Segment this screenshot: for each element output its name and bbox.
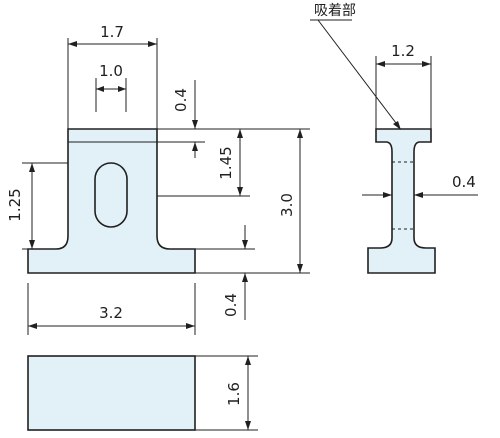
arrow-head — [242, 240, 248, 249]
arrow-head — [393, 121, 401, 130]
arrow-head — [118, 86, 126, 92]
arrow-head — [148, 41, 157, 47]
bottom-part-outline — [27, 355, 196, 431]
arrow-head — [414, 192, 423, 198]
dim-label-side-top-width: 1.2 — [391, 42, 415, 60]
arrow-head — [383, 192, 392, 198]
dim-label-base-thickness: 0.4 — [222, 293, 240, 317]
bottom-view: 1.6 — [27, 355, 258, 431]
front-view: 1.7 1.0 0.4 1.45 3.0 — [6, 23, 310, 335]
front-slot-hole — [94, 162, 128, 228]
suction-part-label: 吸着部 — [314, 3, 356, 19]
arrow-head — [245, 421, 251, 430]
arrow-head — [96, 86, 104, 92]
dim-label-base-width: 3.2 — [99, 304, 123, 322]
side-view: 1.2 吸着部 0.4 — [310, 3, 478, 274]
arrow-head — [245, 356, 251, 365]
dim-label-bottom-height: 1.6 — [225, 382, 243, 406]
arrow-head — [242, 273, 248, 282]
arrow-head — [29, 163, 35, 172]
arrow-head — [376, 61, 385, 67]
arrow-head — [68, 41, 77, 47]
arrow-head — [422, 61, 431, 67]
arrow-head — [297, 264, 303, 273]
side-part-outline — [367, 128, 436, 274]
arrow-head — [297, 129, 303, 138]
dim-label-web: 0.4 — [452, 173, 476, 191]
arrow-head — [192, 120, 198, 129]
arrow-head — [237, 129, 243, 138]
dim-label-inner-width: 1.0 — [99, 62, 123, 80]
dim-label-slot-height: 1.45 — [217, 146, 235, 179]
arrow-head — [192, 142, 198, 151]
dim-label-left-height: 1.25 — [6, 188, 24, 221]
arrow-head — [237, 187, 243, 196]
arrow-head — [186, 323, 195, 329]
dim-label-top-flange: 0.4 — [172, 88, 190, 112]
dim-label-total-height: 3.0 — [278, 193, 296, 217]
arrow-head — [29, 240, 35, 249]
dim-label-top-width: 1.7 — [100, 23, 124, 41]
arrow-head — [28, 323, 37, 329]
leader-line — [317, 19, 400, 128]
